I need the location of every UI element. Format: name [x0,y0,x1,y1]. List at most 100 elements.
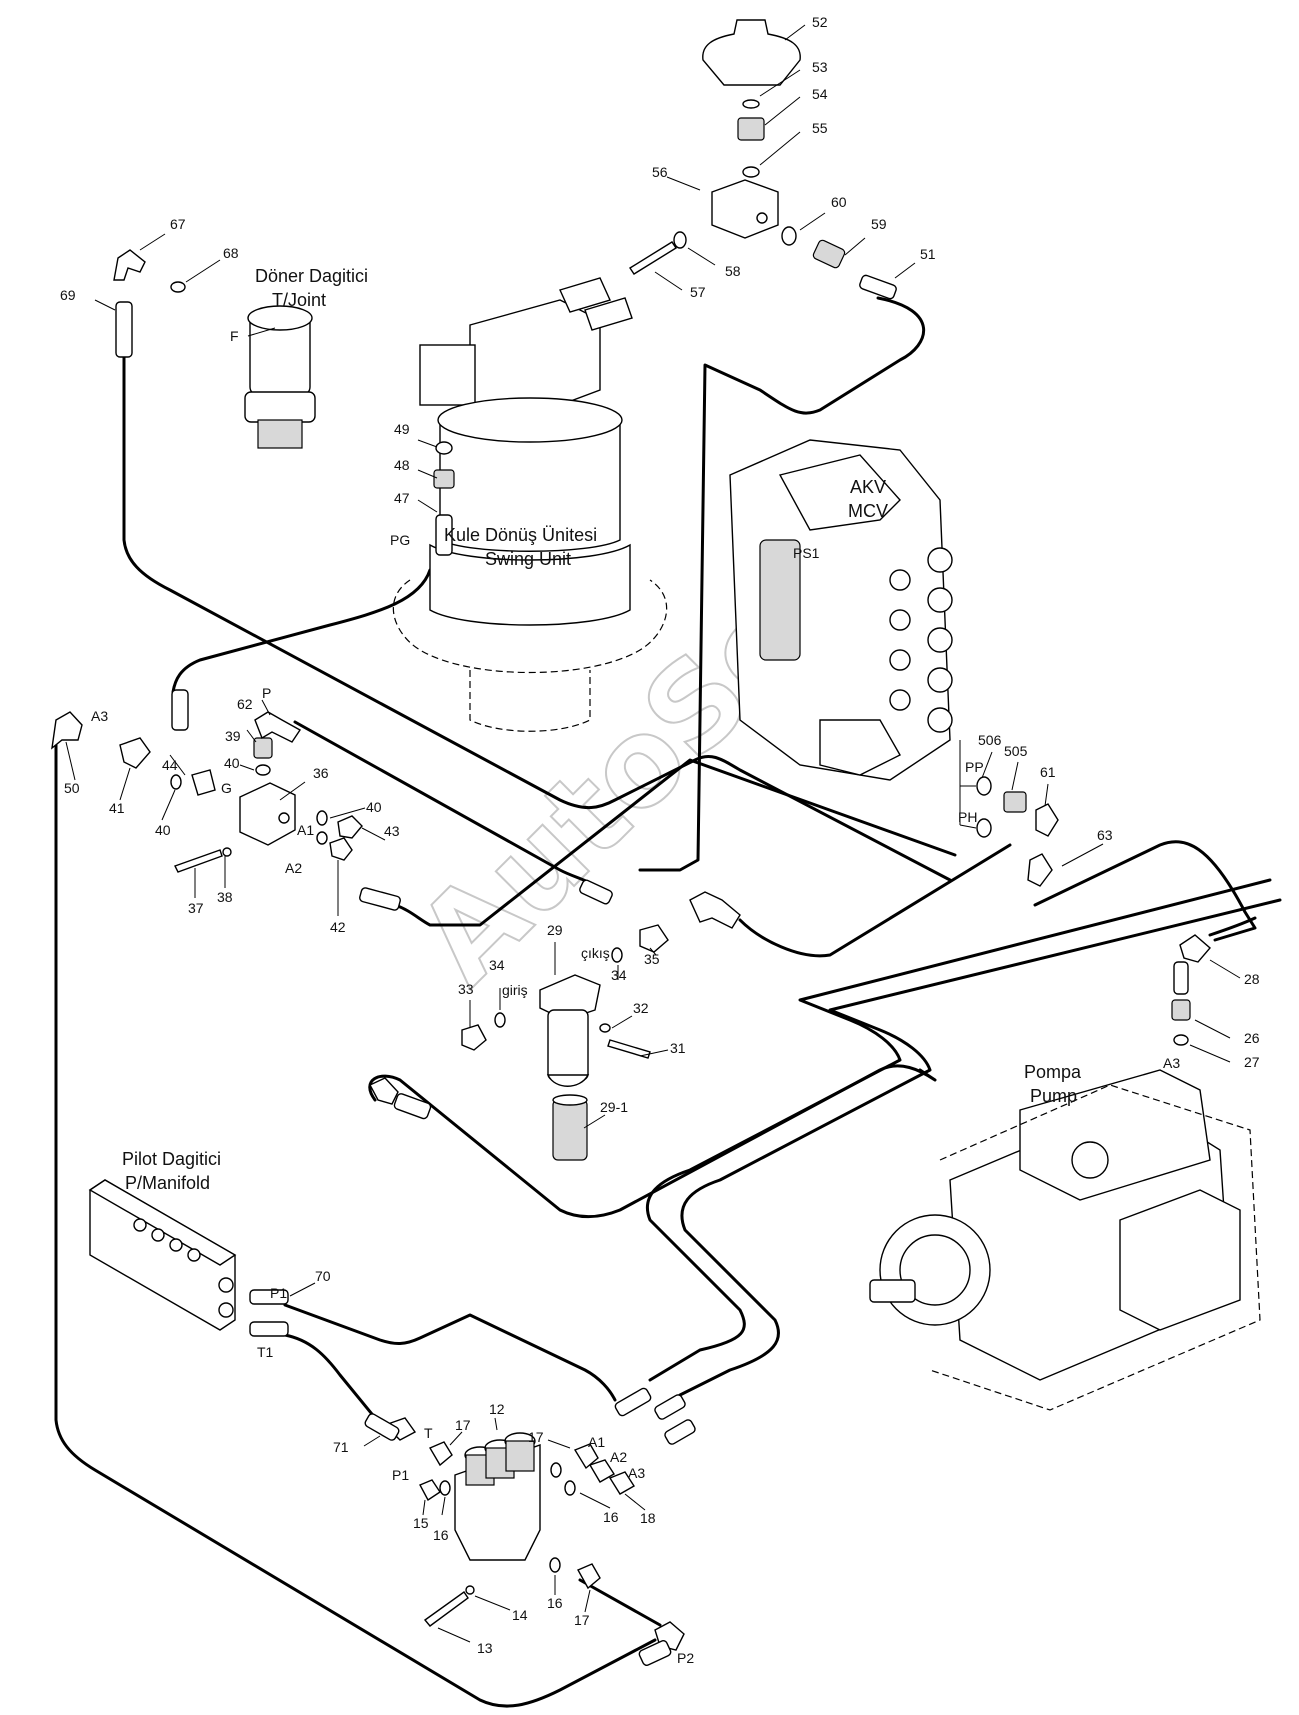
callout-70: 70 [315,1268,331,1284]
pilot-manifold-title-en: P/Manifold [125,1173,210,1193]
callout-34a: 34 [611,967,627,983]
swing-port-right-2 [584,297,633,331]
port-t-block: T [424,1425,433,1441]
pump-title-tr: Pompa [1024,1062,1082,1082]
block-36-port [278,812,290,824]
o-ring-16-p2 [549,1557,561,1573]
fitting-43 [337,815,363,839]
pump [869,934,1261,1411]
o-ring-53 [742,99,760,109]
callout-17c: 17 [574,1612,590,1628]
swing-housing-top [437,397,623,443]
hose-51 [638,296,925,872]
callout-32: 32 [633,1000,649,1016]
port-labels: F PG A3 P G A1 A2 PP PH PS1 çıkış giriş … [91,328,1180,1666]
hose-end-71 [249,1321,289,1337]
callout-63: 63 [1097,827,1113,843]
mcv [729,439,1059,887]
fitting-17-p2 [577,1563,601,1590]
washer-38 [222,847,232,857]
callout-53: 53 [812,59,828,75]
port-cikis: çıkış [581,945,610,961]
o-ring-16-a2 [564,1480,576,1496]
manifold-ports [133,1218,234,1318]
port-p1-manifold: P1 [270,1285,287,1301]
callout-12: 12 [489,1401,505,1417]
fitting-17-a1 [573,1443,599,1470]
callout-15: 15 [413,1515,429,1531]
swing-unit-title-tr: Kule Dönüş Ünitesi [444,525,597,545]
fitting-505 [1003,791,1027,813]
port-a2-bottom: A2 [610,1449,627,1465]
washer-14 [465,1585,475,1595]
o-ring-60 [781,226,797,246]
pump-rear-block [1119,1189,1241,1331]
callout-17a: 17 [455,1417,471,1433]
pilot-manifold-title-tr: Pilot Dagitici [122,1149,221,1169]
elbow-28 [1179,934,1211,963]
swing-gear-housing [429,543,631,626]
callout-505: 505 [1004,743,1028,759]
hoses [54,296,1282,1708]
callout-59: 59 [871,216,887,232]
callout-17b: 17 [528,1429,544,1445]
callout-34b: 34 [489,957,505,973]
filter-bottom [546,1074,590,1087]
callout-51: 51 [920,246,936,262]
port-a1-top: A1 [297,822,314,838]
o-ring-40-right [316,810,328,826]
port-pp: PP [965,759,984,775]
callout-26: 26 [1244,1030,1260,1046]
callout-31: 31 [670,1040,686,1056]
hose-end-70 [249,1289,289,1305]
filter-29 [369,891,741,1161]
callout-16c: 16 [547,1595,563,1611]
elbow-62 [254,711,302,743]
callout-50: 50 [64,780,80,796]
hose-end-51 [859,274,897,300]
fitting-26 [1171,999,1191,1021]
mcv-title-tr: AKV [850,477,886,497]
callout-40a: 40 [224,755,240,771]
callout-16b: 16 [603,1509,619,1525]
o-ring-68 [170,281,186,293]
o-ring-16-left [439,1480,451,1496]
callout-14: 14 [512,1607,528,1623]
fitting-54 [737,117,765,141]
component-titles: Döner Dagitici T/Joint Kule Dönüş Ünites… [122,266,1082,1193]
callout-55: 55 [812,120,828,136]
fitting-42 [329,837,353,861]
elbow-61 [1035,803,1059,837]
swing-flange-outline [392,579,668,674]
fitting-15-p1 [419,1479,441,1502]
callout-57: 57 [690,284,706,300]
t-joint-title-en: T/Joint [272,290,326,310]
callout-44: 44 [162,757,178,773]
hose-end-pg [171,689,189,731]
bolt-37 [174,849,223,873]
filter-head [539,974,601,1021]
filter-bowl [547,1009,589,1081]
fitting-48 [433,469,455,489]
callout-54: 54 [812,86,828,102]
o-ring-34-top [611,947,623,963]
callout-16a: 16 [433,1527,449,1543]
elbow-63 [1027,853,1053,887]
bolt-57 [629,241,677,275]
hose-end-62 [579,879,613,905]
elbow-filter-out [689,891,741,929]
callout-27: 27 [1244,1054,1260,1070]
callout-29-1: 29-1 [600,1099,628,1115]
hose-506 [738,843,1012,958]
callout-58: 58 [725,263,741,279]
hose-pg [171,568,432,694]
port-g: G [221,780,232,796]
fitting-44-g [191,769,216,796]
callout-42: 42 [330,919,346,935]
fitting-18-a3 [608,1471,635,1495]
mcv-bottom-block [819,719,901,776]
pump-cap [1071,1141,1109,1179]
port-a3-pump: A3 [1163,1055,1180,1071]
callout-71: 71 [333,1439,349,1455]
